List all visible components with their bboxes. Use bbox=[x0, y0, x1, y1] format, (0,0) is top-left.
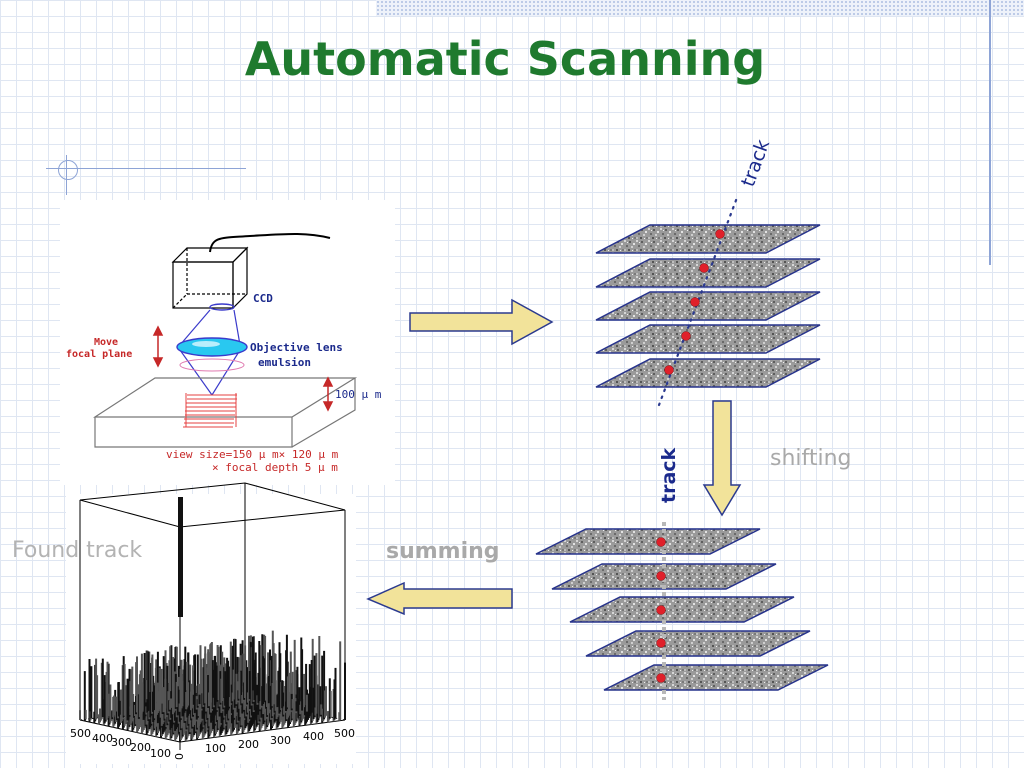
light-cone bbox=[179, 309, 241, 396]
right-rule bbox=[989, 0, 991, 265]
x-tick-label: 100 bbox=[205, 742, 226, 755]
plate bbox=[585, 630, 811, 657]
y-tick-label: 300 bbox=[111, 736, 132, 749]
plate bbox=[595, 324, 821, 354]
shifted-plate-stack bbox=[535, 522, 829, 700]
track-hit-dot bbox=[715, 229, 725, 239]
depth-label: 100 μ m bbox=[335, 388, 382, 401]
y-tick-label: 500 bbox=[70, 727, 91, 740]
view-size-label: view size=150 μ m× 120 μ m bbox=[166, 448, 339, 461]
aligned-hit-dot bbox=[656, 537, 666, 547]
microscope-diagram bbox=[92, 233, 358, 448]
focal-plane-stack bbox=[183, 393, 237, 428]
track-hit-dot bbox=[664, 365, 674, 375]
ccd-label: CCD bbox=[253, 292, 273, 305]
focal-depth-label: × focal depth 5 μ m bbox=[212, 461, 338, 474]
aligned-hit-dot bbox=[656, 571, 666, 581]
aligned-hit-dot bbox=[656, 638, 666, 648]
shifting-label: shifting bbox=[770, 446, 852, 471]
aligned-hit-dot bbox=[656, 605, 666, 615]
track-hit-dot bbox=[699, 263, 709, 273]
objective-lens-label: Objective lens bbox=[250, 341, 343, 354]
y-tick-label: 200 bbox=[130, 741, 151, 754]
unshifted-plate-stack bbox=[595, 193, 821, 407]
objective-lens bbox=[176, 337, 248, 357]
emulsion-label: emulsion bbox=[258, 356, 311, 369]
ccd-aperture bbox=[209, 303, 235, 311]
decor-vertical bbox=[66, 155, 67, 195]
focal-ellipse bbox=[179, 358, 245, 372]
plate bbox=[595, 224, 821, 254]
plate bbox=[595, 291, 821, 321]
right-arrow bbox=[409, 298, 554, 346]
move-focal-arrow bbox=[152, 325, 164, 368]
plate bbox=[595, 258, 821, 288]
aligned-hit-dot bbox=[656, 673, 666, 683]
plate bbox=[595, 358, 821, 388]
emulsion-slab bbox=[92, 377, 358, 448]
track-hit-dot bbox=[690, 297, 700, 307]
x-tick-label: 400 bbox=[303, 730, 324, 743]
top-decor-band bbox=[376, 0, 1024, 16]
down-arrow bbox=[702, 400, 742, 517]
histogram-bars bbox=[79, 497, 346, 742]
track-histogram bbox=[79, 482, 346, 750]
track-label-vertical: track bbox=[658, 447, 680, 503]
plate bbox=[603, 664, 829, 691]
x-tick-label: 200 bbox=[238, 738, 259, 751]
depth-arrow bbox=[322, 376, 334, 412]
ccd-camera bbox=[171, 246, 249, 310]
move-label: Move bbox=[94, 337, 118, 348]
summing-label: summing bbox=[386, 539, 500, 564]
y-tick-label: 100 bbox=[150, 747, 171, 760]
plate bbox=[535, 528, 761, 555]
track-label-diagonal: track bbox=[737, 137, 774, 190]
plate bbox=[569, 596, 795, 623]
focal-plane-label: focal plane bbox=[66, 349, 132, 360]
lens-highlight bbox=[192, 341, 220, 347]
decor-circle bbox=[58, 160, 78, 180]
found-track-peak bbox=[178, 497, 183, 617]
y-tick-label: 400 bbox=[92, 732, 113, 745]
x-tick-label: 500 bbox=[334, 727, 355, 740]
ccd-cable bbox=[209, 233, 331, 253]
found-track-label: Found track bbox=[12, 538, 143, 563]
left-arrow bbox=[366, 581, 513, 616]
x-tick-label: 0 bbox=[173, 753, 186, 760]
x-tick-label: 300 bbox=[270, 734, 291, 747]
track-hit-dot bbox=[681, 331, 691, 341]
decor-line bbox=[46, 168, 246, 169]
slide-title: Automatic Scanning bbox=[244, 32, 766, 86]
